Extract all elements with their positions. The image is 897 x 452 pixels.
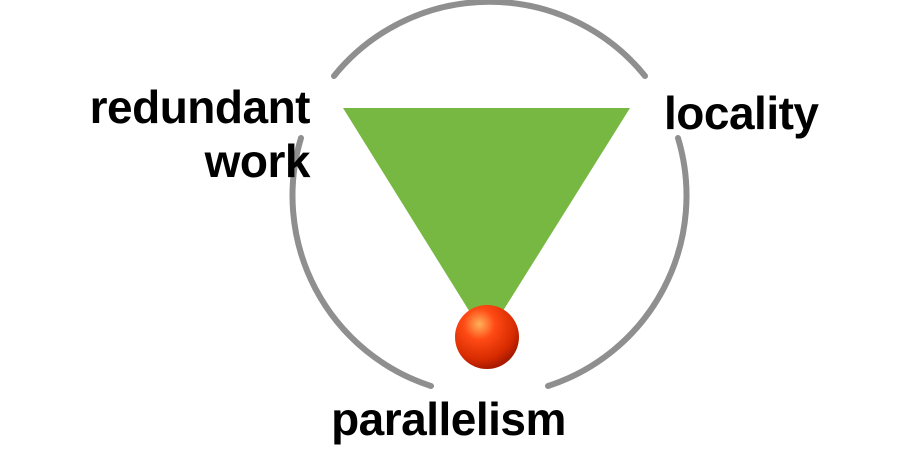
- arc-left: [289, 135, 434, 389]
- label-locality: locality: [664, 87, 819, 139]
- position-ball: [455, 305, 519, 369]
- arc-top: [331, 0, 648, 79]
- arc-right: [545, 135, 690, 389]
- label-parallelism: parallelism: [331, 393, 566, 445]
- tradeoff-triangle: [343, 108, 630, 338]
- label-redundant-line2: work: [204, 135, 311, 187]
- label-redundant-line1: redundant: [89, 81, 311, 133]
- label-redundant-work: redundant work: [89, 80, 311, 188]
